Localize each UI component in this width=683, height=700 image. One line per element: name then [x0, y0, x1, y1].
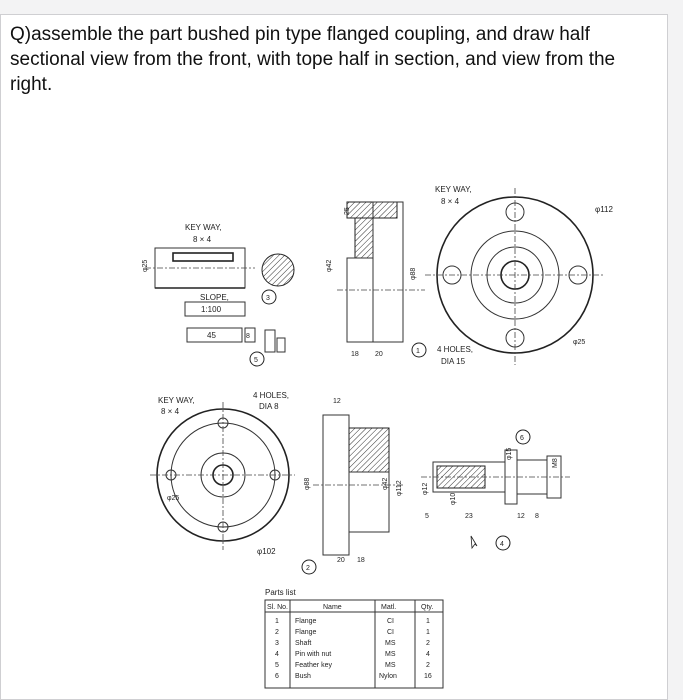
dim-d102: φ102	[257, 547, 276, 556]
parts-row-3-name: Shaft	[295, 640, 311, 647]
parts-row-2-name: Flange	[295, 629, 317, 636]
keyway-size-a: 8 × 4	[193, 235, 212, 244]
dim-8c: 8	[535, 513, 539, 520]
dim-d15: φ15	[506, 448, 513, 460]
parts-row-2-qty: 1	[426, 629, 430, 636]
parts-row-4-name: Pin with nut	[295, 651, 331, 658]
dim-d88b: φ88	[304, 478, 311, 490]
parts-row-1-matl: CI	[387, 618, 394, 625]
dim-25: 25	[344, 207, 351, 215]
dim-8: 8	[246, 333, 250, 340]
dim-d112: φ112	[595, 205, 613, 214]
keyway-label-c: KEY WAY,	[158, 396, 195, 405]
question-text: Q)assemble the part bushed pin type flan…	[10, 24, 616, 95]
dim-d12b: φ12	[422, 483, 429, 495]
holes-8-dia: DIA 8	[259, 402, 279, 411]
flange-1-end-view: KEY WAY, 8 × 4 φ112 4 HOLES, DIA 15 φ25	[425, 185, 613, 366]
dim-20: 20	[375, 351, 383, 358]
parts-row-5-matl: MS	[385, 662, 396, 669]
parts-row-4-qty: 4	[426, 651, 430, 658]
parts-header-qty: Qty.	[421, 604, 433, 611]
parts-row-6-name: Bush	[295, 673, 311, 680]
dim-18b: 18	[357, 557, 365, 564]
dim-d25d: φ25	[167, 495, 179, 502]
parts-row-4-matl: MS	[385, 651, 396, 658]
parts-row-1-no: 1	[275, 618, 279, 625]
holes-15-dia: DIA 15	[441, 357, 466, 366]
cursor-icon	[470, 535, 478, 550]
parts-header-name: Name	[323, 604, 342, 611]
holes-8-label: 4 HOLES,	[253, 391, 289, 400]
parts-row-5-qty: 2	[426, 662, 430, 669]
part-4-balloon: 4	[500, 541, 504, 548]
shaft-view: KEY WAY, 8 × 4 φ25 SLOPE, 1:100 45 8 3 5	[142, 223, 295, 367]
parts-header-slno: Sl. No.	[267, 604, 288, 611]
slope-label: SLOPE,	[200, 293, 229, 302]
dim-45: 45	[207, 331, 216, 340]
dim-d42b: φ42	[382, 478, 389, 490]
dim-d25c: φ25	[573, 339, 585, 346]
parts-row-1-qty: 1	[426, 618, 430, 625]
keyway-size-c: 8 × 4	[161, 407, 180, 416]
dim-m8: M8	[552, 458, 559, 468]
flange-1-section: 25 φ42 φ88 18 20 1	[326, 201, 427, 358]
dim-5: 5	[425, 513, 429, 520]
question-card	[0, 14, 668, 700]
part-5-balloon: 5	[254, 357, 258, 364]
part-6-balloon: 6	[520, 435, 524, 442]
keyway-label-a: KEY WAY,	[185, 223, 222, 232]
dim-d10: φ10	[450, 493, 457, 505]
engineering-drawing: KEY WAY, 8 × 4 φ25 SLOPE, 1:100 45 8 3 5	[125, 160, 670, 690]
parts-row-1-name: Flange	[295, 618, 317, 625]
parts-row-5-no: 5	[275, 662, 279, 669]
keyway-size-b: 8 × 4	[441, 197, 460, 206]
parts-row-6-qty: 16	[424, 673, 432, 680]
parts-row-6-no: 6	[275, 673, 279, 680]
dim-d88: φ88	[410, 268, 417, 280]
parts-list-title: Parts list	[265, 588, 296, 597]
keyway-label-b: KEY WAY,	[435, 185, 472, 194]
dim-12c: 12	[517, 513, 525, 520]
dim-23: 23	[465, 513, 473, 520]
drawing-svg: KEY WAY, 8 × 4 φ25 SLOPE, 1:100 45 8 3 5	[142, 185, 613, 689]
flange-2-section: 12 φ88 φ42 φ112 20 18 2	[301, 398, 405, 575]
part-3-balloon: 3	[266, 295, 270, 302]
dim-20b: 20	[337, 557, 345, 564]
holes-15-label: 4 HOLES,	[437, 345, 473, 354]
pin-and-bush: φ12 φ10 φ15 M8 23 12 8 5 6 4	[421, 429, 570, 551]
parts-row-4-no: 4	[275, 651, 279, 658]
slope-value: 1:100	[201, 305, 222, 314]
dim-d25a: φ25	[142, 260, 149, 272]
parts-row-6-matl: Nylon	[379, 673, 397, 680]
parts-row-3-no: 3	[275, 640, 279, 647]
part-1-balloon: 1	[416, 348, 420, 355]
parts-row-5-name: Feather key	[295, 662, 332, 669]
dim-d42: φ42	[326, 260, 333, 272]
flange-2-end-view: KEY WAY, 8 × 4 4 HOLES, DIA 8 φ25 φ102	[150, 391, 295, 556]
dim-18: 18	[351, 351, 359, 358]
parts-row-3-matl: MS	[385, 640, 396, 647]
parts-list: Parts list Sl. No. Name Matl. Qty. 1 Fla…	[264, 588, 444, 689]
dim-d112b: φ112	[396, 480, 403, 496]
parts-header-matl: Matl.	[381, 604, 396, 611]
parts-row-3-qty: 2	[426, 640, 430, 647]
parts-row-2-no: 2	[275, 629, 279, 636]
dim-12: 12	[333, 398, 341, 405]
part-2-balloon: 2	[306, 565, 310, 572]
parts-row-2-matl: CI	[387, 629, 394, 636]
